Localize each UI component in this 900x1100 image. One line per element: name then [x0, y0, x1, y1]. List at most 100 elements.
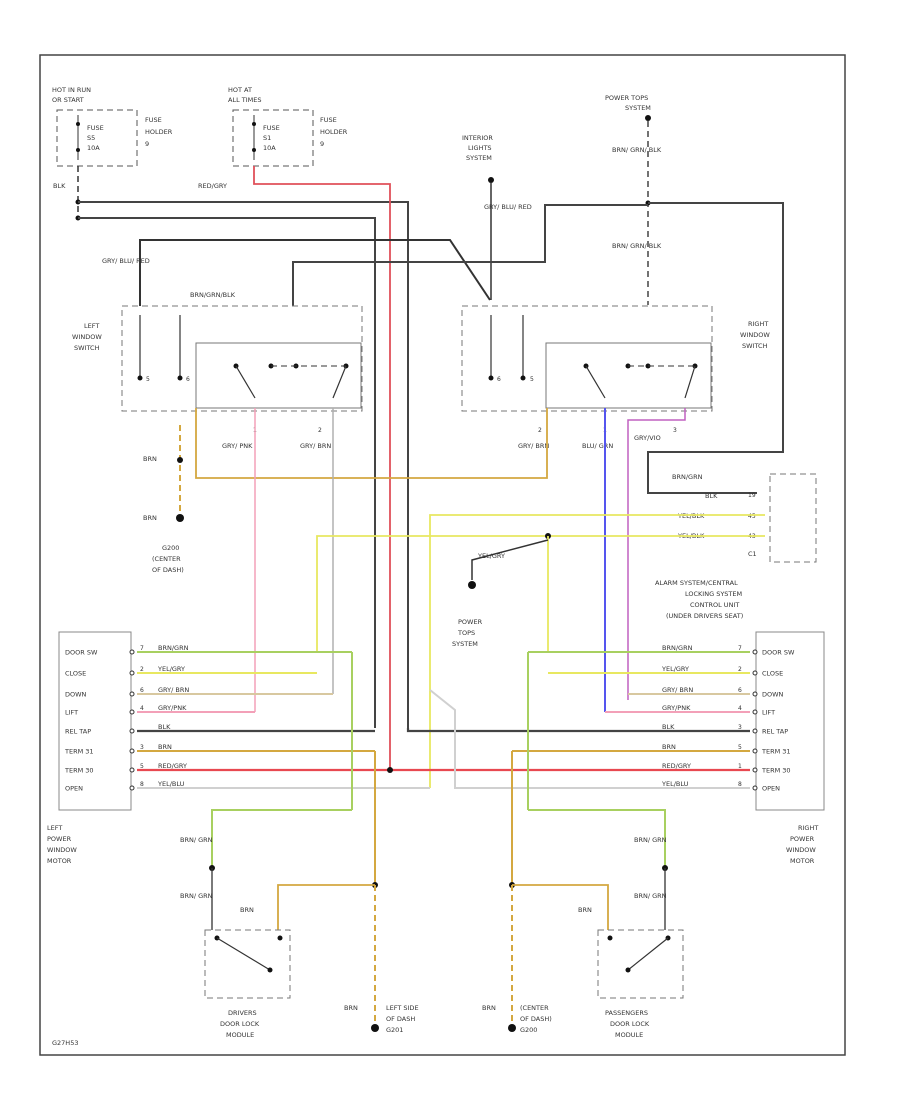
g200-label-2: (CENTER — [152, 555, 181, 563]
power-tops-top-label-2: SYSTEM — [625, 104, 651, 112]
left-motor-terminal — [129, 748, 135, 754]
wire-brn-grn-blk-right — [647, 202, 784, 494]
right-motor-label-1: RIGHT — [798, 824, 818, 832]
left-motor-wire-label: YEL/BLU — [157, 780, 185, 788]
left-motor-wire-label: GRY/ BRN — [158, 686, 189, 694]
left-motor-label-4: MOTOR — [47, 857, 72, 865]
left-motor-pin-num: 3 — [140, 744, 144, 751]
ground-center-label-1: (CENTER — [520, 1004, 549, 1012]
wire-label-gry-blu-red-right: GRY/ BLU/ RED — [484, 203, 532, 211]
left-switch-label-2: WINDOW — [72, 333, 102, 341]
pass-lock-label-3: MODULE — [615, 1031, 643, 1039]
right-motor-pin-num: 1 — [738, 763, 742, 770]
left-switch-inner — [195, 342, 362, 409]
fuse2-holder-num: 9 — [320, 140, 324, 148]
drivers-door-lock-module: DRIVERS DOOR LOCK MODULE — [204, 929, 291, 1039]
wire-yel-blk-2 — [316, 535, 765, 652]
left-motor-pin-open: OPEN — [65, 785, 83, 793]
right-motor-wire-label: YEL/GRY — [661, 665, 689, 673]
wire-label-gry-brn-right: GRY/ BRN — [518, 442, 549, 450]
left-switch-label-3: SWITCH — [74, 344, 100, 352]
interior-lights-label-3: SYSTEM — [466, 154, 492, 162]
diagram-code: G27H53 — [52, 1039, 78, 1047]
right-switch-pin-5: 5 — [530, 376, 534, 383]
wire-yel-gry-tops — [471, 539, 549, 580]
wire-gry-vio — [627, 408, 686, 700]
wire-brn-grn-blk-cross — [292, 204, 648, 306]
fuse-hot-at-all-times: HOT AT ALL TIMES FUSE S1 10A FUSE HOLDER… — [228, 86, 348, 167]
fuse-label: FUSE — [87, 124, 104, 132]
left-motor-label-2: POWER — [47, 835, 72, 843]
left-motor-pin-term-30: TERM 30 — [64, 767, 94, 775]
right-motor-terminal — [752, 670, 758, 676]
drivers-lock-label-1: DRIVERS — [228, 1009, 257, 1017]
left-motor-terminal — [129, 649, 135, 655]
wire-label-brn-grn-blk-mid: BRN/ GRN/ BLK — [612, 242, 662, 250]
wire-yel-blk-1 — [429, 514, 765, 788]
left-window-switch: LEFT WINDOW SWITCH 5 6 1 2 — [72, 305, 363, 434]
ground-center-label-2: OF DASH) — [520, 1015, 552, 1023]
fuse2-size: 10A — [263, 144, 276, 152]
right-motor-pin-door-sw: DOOR SW — [762, 649, 795, 657]
right-motor-pin-num: 2 — [738, 666, 742, 673]
left-motor-wire-label: BRN/GRN — [158, 644, 189, 652]
c1-pin-45: 45 — [748, 513, 756, 520]
right-motor-wire-label: RED/GRY — [662, 762, 691, 770]
fuse-holder-box-2 — [232, 109, 314, 167]
fuse2-num: S1 — [263, 134, 271, 142]
left-motor-label-1: LEFT — [47, 824, 62, 832]
wire-gry-blu-red — [139, 239, 491, 306]
right-motor-terminal — [752, 691, 758, 697]
right-switch-box — [461, 305, 713, 412]
left-switch-label-1: LEFT — [84, 322, 99, 330]
ground-left-label-2: OF DASH — [386, 1015, 415, 1023]
diagram-frame — [39, 54, 846, 1056]
fuse-num: S5 — [87, 134, 95, 142]
wire-label-gry-vio: GRY/VIO — [634, 434, 661, 442]
fuse2-label-2: FUSE — [320, 116, 337, 124]
passengers-door-lock-module: PASSENGERS DOOR LOCK MODULE — [597, 929, 684, 1039]
right-switch-pin-3: 3 — [673, 427, 677, 434]
wire-label-blk-c1: BLK — [705, 492, 718, 500]
left-motor-pin-close: CLOSE — [65, 670, 86, 678]
fuse-hot-in-run-line1: HOT IN RUN — [52, 86, 91, 94]
right-motor-pin-term-30: TERM 30 — [761, 767, 791, 775]
wire-label-brn-grn-blk-left: BRN/GRN/BLK — [190, 291, 236, 299]
power-tops-top-node — [645, 115, 651, 121]
right-motor-terminal — [752, 709, 758, 715]
ground-left-label-1: LEFT SIDE — [386, 1004, 419, 1012]
left-motor-pin-num: 2 — [140, 666, 144, 673]
connector-c1-label: C1 — [748, 550, 757, 558]
wire-label-brn-grn-c1: BRN/GRN — [672, 473, 703, 481]
right-motor-wire-label: BRN — [662, 743, 676, 751]
wire-label-brn-lr: BRN — [578, 906, 592, 914]
fuse-hot-in-run: HOT IN RUN OR START FUSE S5 10A FUSE HOL… — [52, 86, 173, 167]
interior-lights-label-2: LIGHTS — [468, 144, 492, 152]
fuse2-label: FUSE — [263, 124, 280, 132]
wire-label-blu-grn: BLU/ GRN — [582, 442, 613, 450]
right-motor-pin-num: 8 — [738, 781, 742, 788]
right-motor-pin-open: OPEN — [762, 785, 780, 793]
right-motor-pin-num: 5 — [738, 744, 742, 751]
right-motor-pin-term-31: TERM 31 — [761, 748, 791, 756]
wire-label-brn-g201: BRN — [344, 1004, 358, 1012]
ground-center-label-3: G200 — [520, 1026, 537, 1034]
right-window-switch: RIGHT WINDOW SWITCH 6 5 2 1 3 — [461, 305, 770, 434]
fuse-size: 10A — [87, 144, 100, 152]
right-switch-label-3: SWITCH — [742, 342, 768, 350]
wire-label-gry-pnk: GRY/ PNK — [222, 442, 253, 450]
wire-blk-main — [78, 201, 409, 728]
wire-blk-left — [78, 217, 376, 728]
wire-label-brn-g200a: BRN — [143, 455, 157, 463]
g200-label-1: G200 — [162, 544, 179, 552]
fuse-hot-at-all-line1: HOT AT — [228, 86, 252, 94]
fuse2-holder-label: HOLDER — [320, 128, 348, 136]
wire-label-brn-grn-ll2: BRN/ GRN — [180, 892, 213, 900]
right-motor-terminal — [752, 767, 758, 773]
wire-label-yel-gry-tops: YEL/GRY — [477, 552, 505, 560]
right-motor-wire-label: BLK — [662, 723, 675, 731]
left-motor-pin-num: 4 — [140, 705, 144, 712]
right-motor-pin-close: CLOSE — [762, 670, 783, 678]
wire-label-brn-grn-lr2: BRN/ GRN — [634, 892, 667, 900]
